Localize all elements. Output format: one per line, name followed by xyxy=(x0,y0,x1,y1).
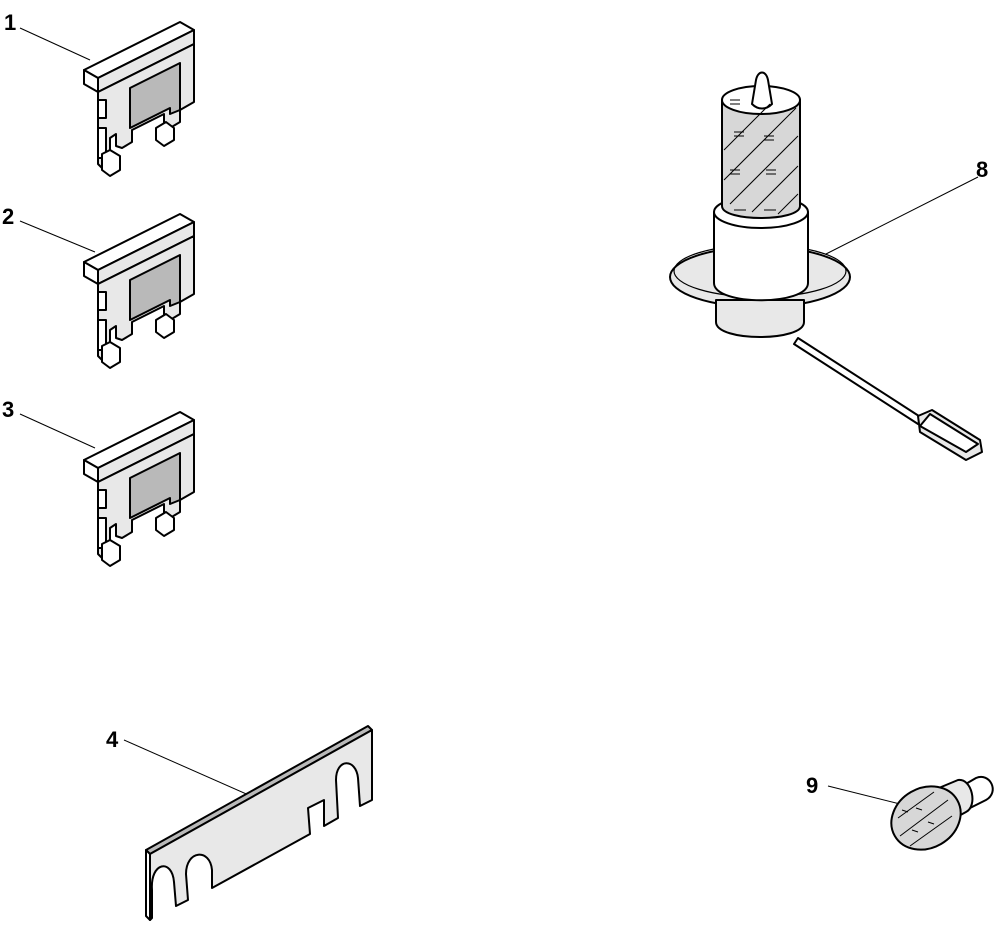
blade-fuse-item-2: 2 xyxy=(2,204,195,369)
callout-1: 1 xyxy=(4,10,16,35)
callout-2: 2 xyxy=(2,204,14,229)
leader-line-2 xyxy=(19,220,96,253)
leader-line-3 xyxy=(19,413,96,449)
leader-line-4 xyxy=(123,739,261,801)
callout-9: 9 xyxy=(806,773,818,798)
blade-fuse-item-3: 3 xyxy=(2,397,195,567)
strip-fuse-item-4: 4 xyxy=(106,725,373,921)
halogen-bulb-item-8: 8 xyxy=(669,71,988,461)
callout-4: 4 xyxy=(106,727,119,752)
leader-line-8 xyxy=(825,176,979,255)
leader-line-1 xyxy=(19,27,91,61)
blade-fuse-item-1: 1 xyxy=(4,10,195,177)
wedge-bulb-item-9: 9 xyxy=(806,773,994,851)
callout-3: 3 xyxy=(2,397,14,422)
callout-8: 8 xyxy=(976,157,988,182)
